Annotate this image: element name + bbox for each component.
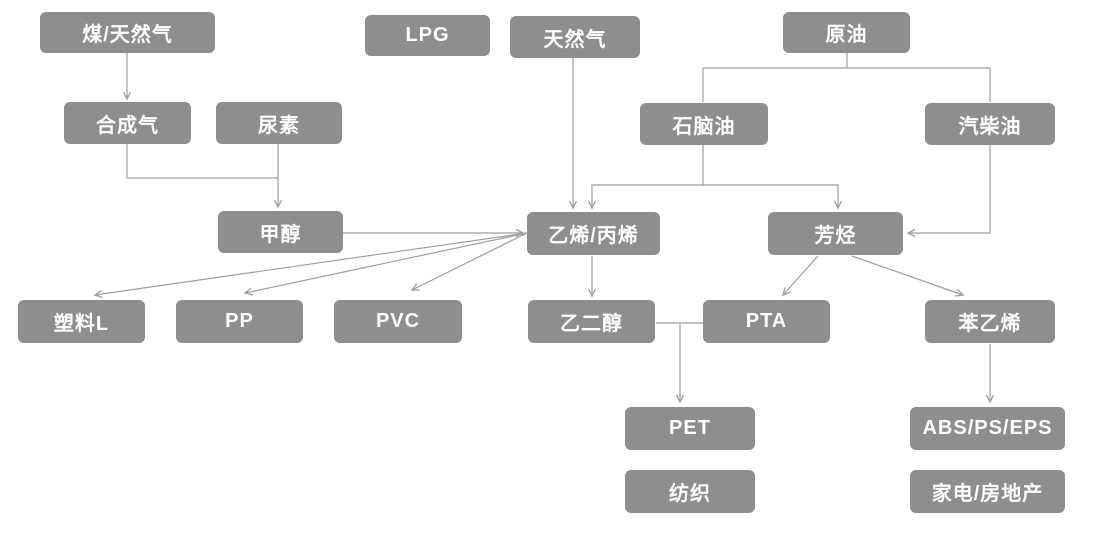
node-aromatics: 芳烃 [768, 212, 903, 255]
node-urea: 尿素 [216, 102, 342, 144]
edge-ethylene-to-pvc [410, 232, 528, 291]
node-pp: PP [176, 300, 303, 343]
node-textile: 纺织 [625, 470, 755, 513]
edge-ethylene-to-pp [243, 232, 528, 296]
edge-naphtha-to-ethylene [587, 145, 704, 210]
node-natural-gas: 天然气 [510, 16, 640, 58]
node-crude-oil: 原油 [783, 12, 910, 53]
node-styrene: 苯乙烯 [925, 300, 1055, 343]
node-syngas: 合成气 [64, 102, 191, 144]
edge-ethylene-to-plastics [93, 232, 528, 299]
edge-gasdiesel-to-aromatics [906, 145, 991, 238]
node-plastics: 塑料L [18, 300, 145, 343]
node-methanol: 甲醇 [218, 211, 343, 253]
node-naphtha: 石脑油 [640, 103, 768, 145]
node-meg: 乙二醇 [528, 300, 655, 343]
edge-crudeoil-split [702, 53, 991, 102]
node-gas-diesel: 汽柴油 [925, 103, 1055, 145]
node-coal-natural-gas: 煤/天然气 [40, 12, 215, 53]
node-pta: PTA [703, 300, 830, 343]
node-pvc: PVC [334, 300, 462, 343]
node-ethylene-propylene: 乙烯/丙烯 [527, 212, 660, 255]
edge-naphtha-to-aromatics [703, 184, 843, 210]
edge-aromatics-to-pta [782, 255, 819, 297]
node-appliance-realestate: 家电/房地产 [910, 470, 1065, 513]
edge-syngas-to-methanol-junction [126, 144, 278, 179]
node-abs-ps-eps: ABS/PS/EPS [910, 407, 1065, 450]
node-lpg: LPG [365, 15, 490, 56]
node-pet: PET [625, 407, 755, 450]
edge-aromatics-to-styrene [851, 255, 965, 297]
